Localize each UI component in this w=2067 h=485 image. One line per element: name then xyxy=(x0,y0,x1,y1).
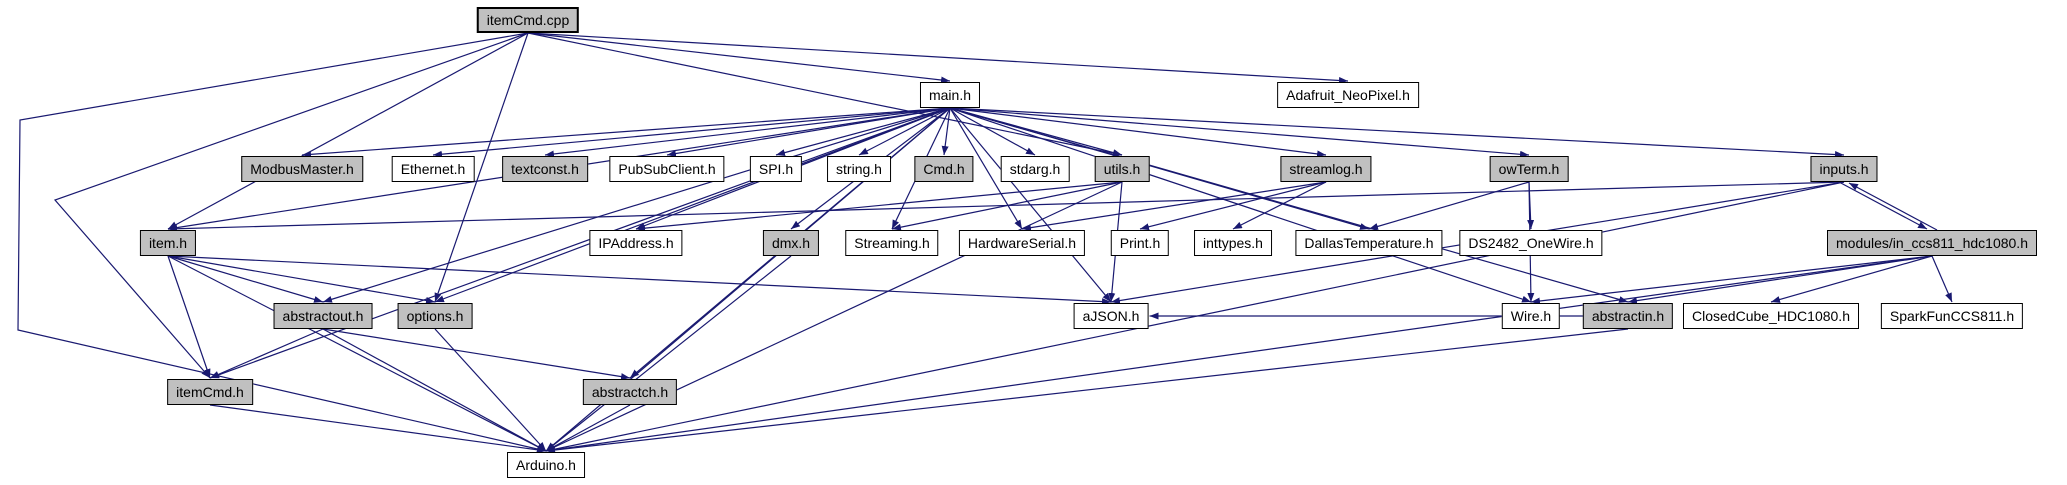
graph-node-closedcube[interactable]: ClosedCube_HDC1080.h xyxy=(1683,303,1859,329)
edge-options-to-arduino xyxy=(434,328,547,452)
edge-itemCmd_cpp-to-main_h xyxy=(527,32,951,84)
graph-node-abstractch[interactable]: abstractch.h xyxy=(582,379,678,405)
graph-node-ccs811[interactable]: modules/in_ccs811_hdc1080.h xyxy=(1827,230,2037,256)
graph-node-pubsub[interactable]: PubSubClient.h xyxy=(609,156,725,182)
edge-main_h-to-abstractin xyxy=(949,107,1629,303)
graph-node-itemcmd_h[interactable]: itemCmd.h xyxy=(167,379,253,405)
graph-node-ajson[interactable]: aJSON.h xyxy=(1073,303,1149,329)
graph-node-ds2482[interactable]: DS2482_OneWire.h xyxy=(1459,230,1603,256)
edge-ccs811-to-sparkfun xyxy=(1931,255,1953,303)
edge-abstractout-to-arduino xyxy=(322,328,547,452)
graph-node-adafruit[interactable]: Adafruit_NeoPixel.h xyxy=(1277,82,1419,108)
graph-node-inttypes[interactable]: inttypes.h xyxy=(1194,230,1272,256)
graph-node-streamlog[interactable]: streamlog.h xyxy=(1280,156,1372,182)
graph-node-hwserial[interactable]: HardwareSerial.h xyxy=(958,230,1086,256)
edge-main_h-to-owterm xyxy=(949,107,1530,158)
edge-dmx-to-arduino xyxy=(545,255,792,452)
edge-ccs811-to-inputs xyxy=(1848,182,1938,231)
edge-inputs-to-item xyxy=(167,181,1845,233)
edge-owterm-to-dallas xyxy=(1368,181,1530,230)
edge-ccs811-to-closedcube xyxy=(1770,255,1933,303)
edge-main_h-to-stdarg xyxy=(949,107,1036,156)
graph-node-itemCmd_cpp[interactable]: itemCmd.cpp xyxy=(476,7,580,33)
edge-itemCmd_cpp-to-arduino xyxy=(17,32,547,453)
graph-node-options[interactable]: options.h xyxy=(397,303,473,329)
graph-node-abstractin[interactable]: abstractin.h xyxy=(1582,303,1674,329)
graph-node-spi[interactable]: SPI.h xyxy=(749,156,803,182)
edge-main_h-to-wire xyxy=(949,107,1532,303)
edge-main_h-to-abstractout xyxy=(322,107,951,303)
edge-ccs811-to-wire xyxy=(1530,255,1933,305)
graph-node-stdarg[interactable]: stdarg.h xyxy=(1000,156,1070,182)
edge-abstractch-to-arduino xyxy=(545,404,631,452)
edge-item-to-ajson xyxy=(167,255,1112,306)
edge-main_h-to-itemcmd_h xyxy=(209,107,951,379)
graph-node-textconst[interactable]: textconst.h xyxy=(502,156,588,182)
graph-node-modbus[interactable]: ModbusMaster.h xyxy=(241,156,363,182)
edge-main_h-to-modbus xyxy=(301,107,951,158)
graph-node-inputs[interactable]: inputs.h xyxy=(1810,156,1878,182)
edge-itemCmd_cpp-to-options xyxy=(434,32,529,303)
edge-streamlog-to-print xyxy=(1139,181,1327,231)
graph-node-main_h[interactable]: main.h xyxy=(919,82,981,108)
graph-node-print[interactable]: Print.h xyxy=(1110,230,1170,256)
edge-inputs-to-ccs811 xyxy=(1838,181,1928,230)
edge-streamlog-to-inttypes xyxy=(1232,181,1327,230)
graph-node-wire[interactable]: Wire.h xyxy=(1501,303,1561,329)
edge-utils-to-ipaddress xyxy=(635,181,1123,232)
graph-node-owterm[interactable]: owTerm.h xyxy=(1489,156,1569,182)
edge-main_h-to-streamlog xyxy=(949,107,1327,158)
edge-itemCmd_cpp-to-item xyxy=(167,32,529,230)
graph-node-utils[interactable]: utils.h xyxy=(1094,156,1150,182)
edge-main_h-to-string_h xyxy=(858,107,951,156)
edge-item-to-options xyxy=(167,255,436,304)
graph-node-ipaddress[interactable]: IPAddress.h xyxy=(589,230,683,256)
edge-abstractout-to-abstractch xyxy=(322,328,631,381)
edge-main_h-to-cmd xyxy=(941,107,951,156)
edge-itemCmd_cpp-to-itemcmd_h xyxy=(53,32,529,379)
edge-main_h-to-ethernet xyxy=(432,107,951,158)
edge-itemCmd_cpp-to-utils xyxy=(527,32,1123,157)
edge-abstractout-to-itemcmd_h xyxy=(209,328,324,379)
graph-node-sparkfun[interactable]: SparkFunCCS811.h xyxy=(1880,303,2024,329)
graph-node-dallas[interactable]: DallasTemperature.h xyxy=(1295,230,1443,256)
edge-item-to-abstractout xyxy=(167,255,324,303)
edge-main_h-to-textconst xyxy=(544,107,951,158)
edge-item-to-itemcmd_h xyxy=(167,255,211,379)
graph-node-ethernet[interactable]: Ethernet.h xyxy=(391,156,475,182)
graph-node-item[interactable]: item.h xyxy=(139,230,197,256)
edge-itemcmd_h-to-arduino xyxy=(209,404,547,454)
edge-main_h-to-hwserial xyxy=(949,107,1023,230)
edge-main_h-to-inputs xyxy=(949,107,1845,159)
graph-node-arduino[interactable]: Arduino.h xyxy=(507,452,585,478)
edge-abstractin-to-arduino xyxy=(545,328,1629,454)
edge-streamlog-to-hwserial xyxy=(1021,181,1327,232)
graph-node-streaming[interactable]: Streaming.h xyxy=(845,230,939,256)
edge-item-to-arduino xyxy=(167,255,547,452)
graph-node-abstractout[interactable]: abstractout.h xyxy=(273,303,373,329)
edge-main_h-to-options xyxy=(434,107,951,303)
graph-node-string_h[interactable]: string.h xyxy=(827,156,891,182)
graph-node-dmx[interactable]: dmx.h xyxy=(762,230,820,256)
edge-ccs811-to-arduino xyxy=(545,255,1933,454)
edge-main_h-to-spi xyxy=(775,107,951,157)
edge-itemCmd_cpp-to-adafruit xyxy=(527,32,1349,84)
graph-node-cmd[interactable]: Cmd.h xyxy=(914,156,974,182)
